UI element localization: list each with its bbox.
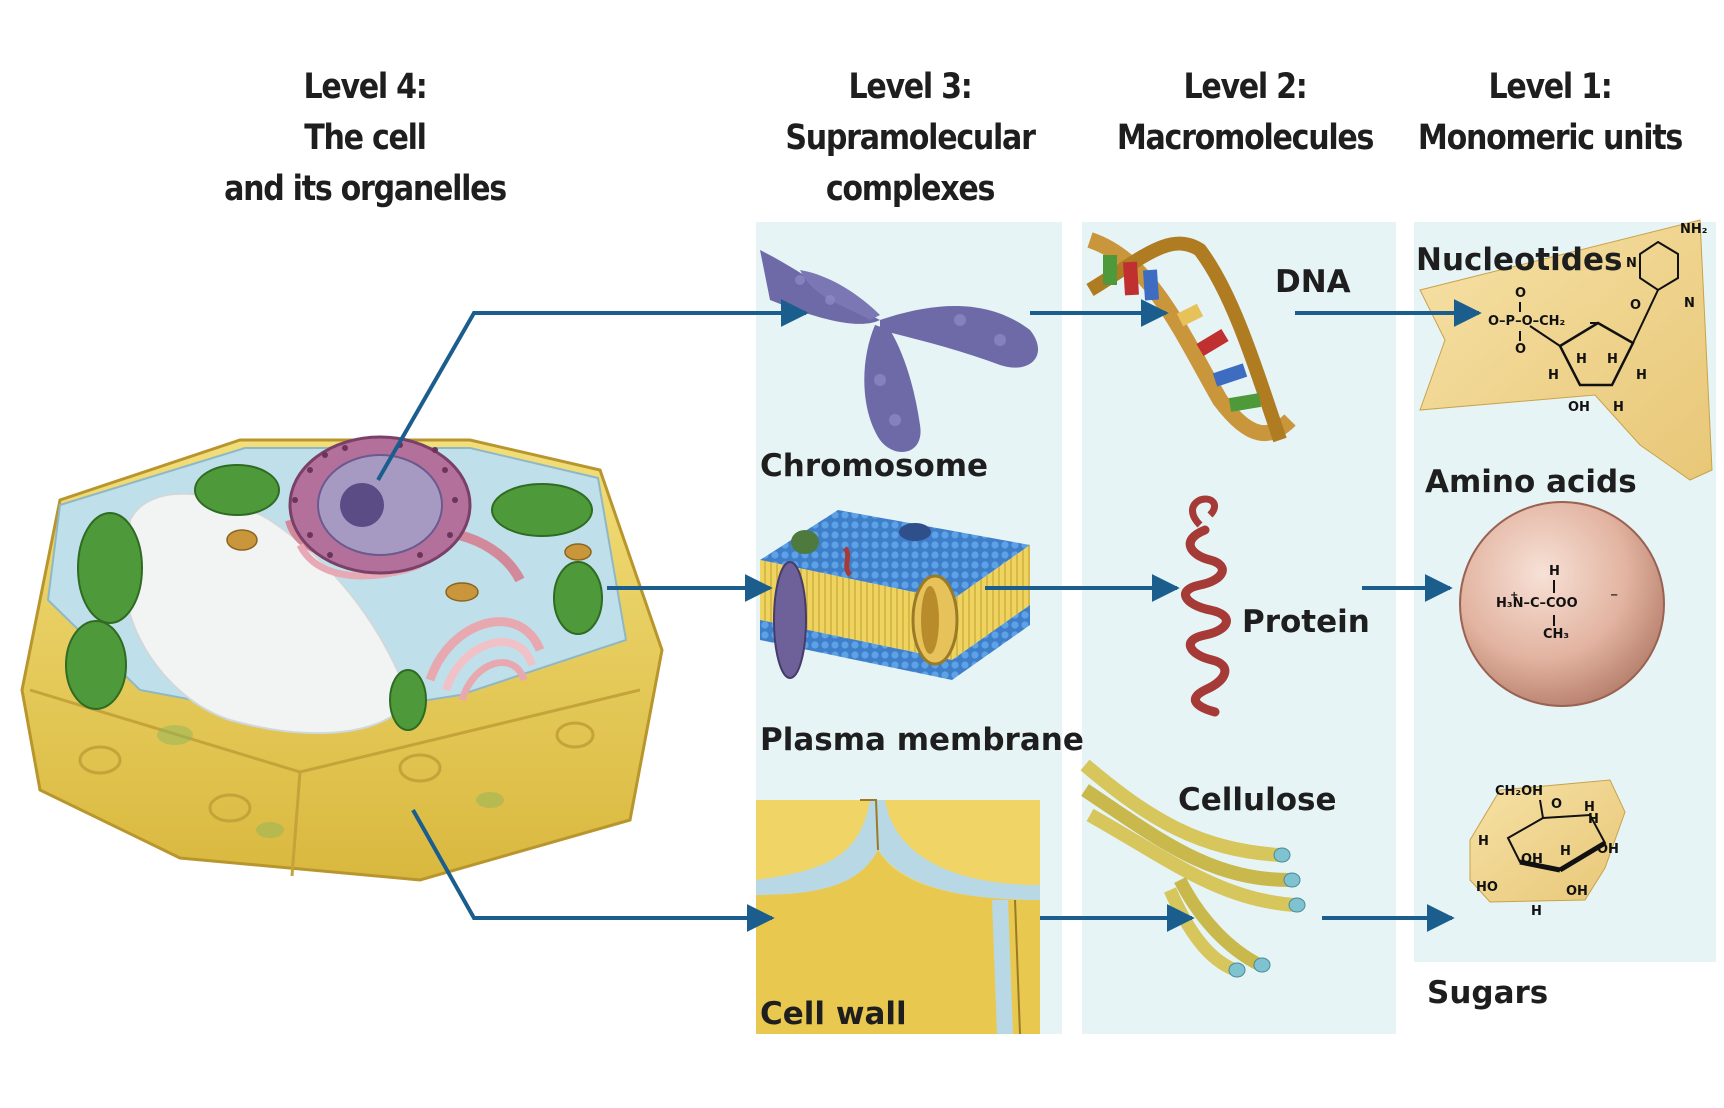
chem-nucleotide-nh2: NH₂ [1680, 222, 1708, 237]
chem-nucleotide-oh: OH [1568, 400, 1590, 415]
chem-nucleotide-h5: H [1613, 400, 1624, 415]
heading-level-3: Level 3: Supramolecular complexes [764, 62, 1056, 215]
heading-level-4-line-3: and its organelles [224, 169, 507, 209]
heading-level-1: Level 1: Monomeric units [1404, 62, 1696, 164]
chem-sugar-oh3: OH [1566, 884, 1588, 899]
plant-cell-illustration [20, 435, 664, 882]
chem-sugar-o: O [1551, 797, 1563, 812]
label-cellulose: Cellulose [1178, 782, 1337, 818]
chem-nucleotide-o-ring: O [1630, 298, 1642, 313]
chem-nucleotide-n2: N [1684, 296, 1695, 311]
chem-nucleotide-h3: H [1548, 368, 1559, 383]
label-nucleotides: Nucleotides [1416, 242, 1623, 278]
chem-nucleotide-h4: H [1636, 368, 1647, 383]
heading-level-4: Level 4: The cell and its organelles [193, 62, 537, 215]
label-protein: Protein [1242, 604, 1370, 640]
chromosome-illustration [760, 250, 1039, 452]
dna-illustration [1086, 232, 1296, 443]
label-plasma-membrane: Plasma membrane [760, 722, 1084, 758]
chem-sugar-h1: H [1584, 800, 1595, 815]
chem-amino-acid-plus: + [1510, 590, 1519, 601]
chem-sugar-h5: H [1588, 812, 1599, 827]
sugar-structure-illustration [1469, 779, 1626, 903]
chem-sugar-ch2oh: CH₂OH [1495, 784, 1544, 799]
cellulose-illustration [1080, 759, 1306, 978]
plasma-membrane-illustration [760, 510, 1030, 680]
arrow-cell-to-chromosome [376, 299, 809, 481]
nucleotide-structure-illustration [1419, 219, 1713, 481]
heading-level-4-line-2: The cell [304, 118, 427, 158]
heading-level-1-line-1: Level 1: [1488, 67, 1612, 107]
chem-sugar-oh1: OH [1597, 842, 1619, 857]
chem-nucleotide-o-bottom: O [1515, 342, 1527, 357]
heading-level-4-line-1: Level 4: [303, 67, 427, 107]
heading-level-2-line-1: Level 2: [1183, 67, 1307, 107]
flow-arrows [376, 299, 1482, 932]
heading-level-2: Level 2: Macromolecules [1099, 62, 1391, 164]
heading-level-1-line-2: Monomeric units [1417, 118, 1683, 158]
arrow-cell-to-cellwall [411, 809, 775, 932]
chem-nucleotide-o-top: O [1515, 286, 1527, 301]
chem-nucleotide-n1: N [1626, 256, 1637, 271]
label-sugars: Sugars [1427, 975, 1549, 1011]
heading-level-2-line-2: Macromolecules [1116, 118, 1375, 158]
chem-nucleotide-h1: H [1576, 352, 1587, 367]
chem-amino-acid-minus: − [1610, 590, 1619, 601]
chem-amino-acid-h-top: H [1549, 564, 1560, 579]
label-cell-wall: Cell wall [760, 996, 907, 1032]
chem-sugar-oh2: OH [1521, 852, 1543, 867]
chem-nucleotide-phosphate: O–P–O–CH₂ [1488, 314, 1566, 329]
label-chromosome: Chromosome [760, 448, 989, 484]
heading-level-3-line-3: complexes [825, 169, 996, 209]
chem-amino-acid-backbone: H₃N–C–COO [1496, 596, 1578, 611]
chem-amino-acid-ch3: CH₃ [1543, 627, 1570, 642]
chem-sugar-h2: H [1478, 834, 1489, 849]
chem-sugar-h3: H [1560, 844, 1571, 859]
protein-illustration [1181, 495, 1231, 717]
chem-sugar-ho: HO [1476, 880, 1498, 895]
label-amino-acids: Amino acids [1425, 464, 1637, 500]
chem-sugar-h4: H [1531, 904, 1542, 919]
label-dna: DNA [1275, 264, 1351, 300]
amino-acid-sphere [1459, 501, 1665, 707]
heading-level-3-line-1: Level 3: [848, 67, 972, 107]
heading-level-3-line-2: Supramolecular [785, 118, 1036, 158]
chem-nucleotide-h2: H [1607, 352, 1618, 367]
cell-wall-illustration [756, 799, 1040, 1035]
